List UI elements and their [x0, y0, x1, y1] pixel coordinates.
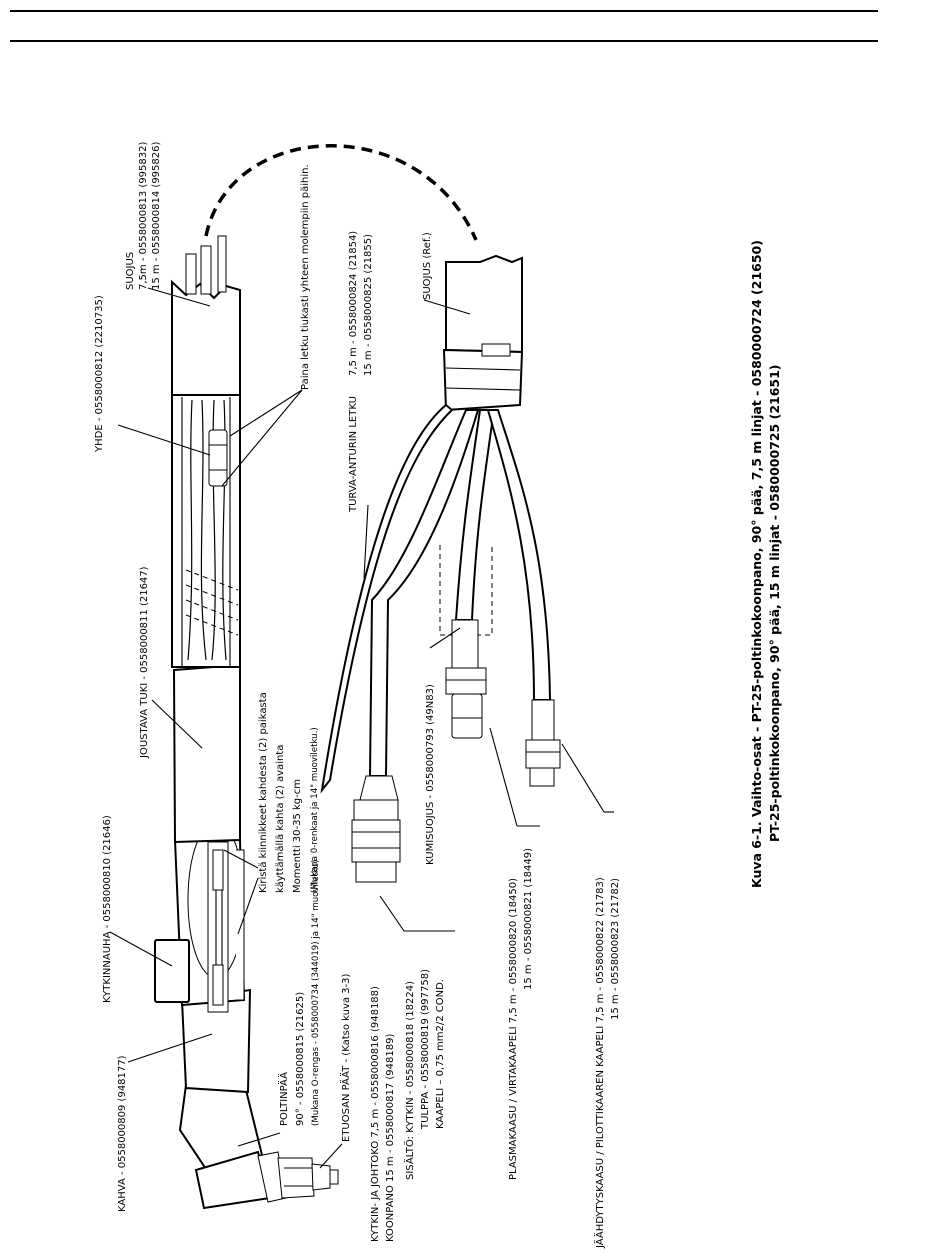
label-joustava: JOUSTAVA TUKI - 0558000811 (21647) — [139, 566, 150, 759]
caption-line-2: PT-25-poltinkokoonpano, 90° pää, 15 m li… — [767, 364, 782, 842]
label-turva-2: 7,5 m - 0558000824 (21854) — [348, 231, 359, 376]
leader-lines — [109, 287, 614, 1169]
label-etuosan: ETUOSAN PÄÄT - (Katso kuva 3-3) — [339, 973, 352, 1142]
cable-assembly — [320, 254, 561, 883]
continuation-arc — [204, 144, 478, 241]
sensor-coupling — [351, 775, 401, 883]
label-poltinpaa-2: 90° - 0558000815 (21625) — [295, 992, 306, 1126]
label-poltinpaa-1: POLTINPÄÄ — [277, 1072, 290, 1126]
label-plasma-1: PLASMAKAASU / VIRTAKAAPELI 7,5 m - 05580… — [508, 878, 519, 1180]
label-kahva: KAHVA - 0558000809 (948177) — [117, 1055, 128, 1212]
label-jaahd-1: JÄÄHDYTYSKAASU / PILOTTIKAAREN KAAPELI 7… — [593, 877, 606, 1249]
pilot-connector — [525, 699, 561, 787]
label-yhde: YHDE - 0558000812 (2210735) — [94, 295, 105, 453]
flexible-support — [171, 235, 241, 844]
label-kiristä-3: Momentti 30-35 kg-cm — [292, 779, 303, 893]
caption-line-1: Kuva 6-1. Vaihto-osat - PT-25-poltinkoko… — [749, 240, 764, 888]
label-kiristä-1: Kiristä kiinnikkeet kahdesta (2) paikast… — [258, 692, 269, 893]
part-labels: SUOJUS 7,5m - 0558000813 (995832) 15 m -… — [94, 142, 621, 1249]
label-jaahd-2: 15 m - 0558000823 (21782) — [610, 878, 621, 1020]
torch-head — [178, 1083, 339, 1210]
label-suojus-ref: SUOJUS (Ref.) — [422, 232, 433, 300]
label-kytkin-1: KYTKIN- JA JOHTOKO 7,5 m - 0558000816 (9… — [370, 986, 381, 1242]
label-kumisuojus: KUMISUOJUS - 0558000793 (49N83) — [425, 684, 436, 865]
label-kiristä-2: käyttämällä kahta (2) avainta — [275, 745, 286, 893]
label-turva-3: 15 m - 0558000825 (21855) — [363, 234, 374, 376]
label-suojus-top-15: 15 m - 0558000814 (995826) — [151, 142, 162, 290]
label-sisalto-2: TULPPA - 0558000819 (997758) — [420, 969, 431, 1130]
label-suojus-top-75: 7,5m - 0558000813 (995832) — [138, 142, 149, 290]
label-poltinpaa-3: (Mukana O-rengas - 0558000734 (344019) j… — [311, 860, 321, 1126]
label-kytkin-2: KOONPANO 15 m - 0558000817 (948189) — [385, 1034, 396, 1242]
torch-assembly — [154, 144, 478, 1210]
label-paina: Paina letku tiukasti yhteen molempiin pä… — [300, 164, 311, 390]
torch-handle — [154, 821, 252, 1094]
label-sisalto-1: SISÄLTÖ: KYTKIN - 0558000818 (18224) — [403, 981, 416, 1180]
label-plasma-2: 15 m - 0558000821 (18449) — [523, 848, 534, 990]
figure-caption: Kuva 6-1. Vaihto-osat - PT-25-poltinkoko… — [749, 240, 782, 888]
label-sisalto-3: KAAPELI – 0,75 mm2/2 COND. — [435, 979, 446, 1129]
label-kiristä-4: (Mukana 0-renkaat ja 14" muoviletku.) — [310, 727, 320, 893]
label-kytkinnauha: KYTKINNAUHA - 0558000810 (21646) — [102, 815, 113, 1003]
label-suojus-top: SUOJUS — [125, 252, 136, 290]
label-turva-1: TURVA-ANTURIN LETKU — [348, 396, 359, 513]
plasma-connector — [445, 619, 487, 739]
